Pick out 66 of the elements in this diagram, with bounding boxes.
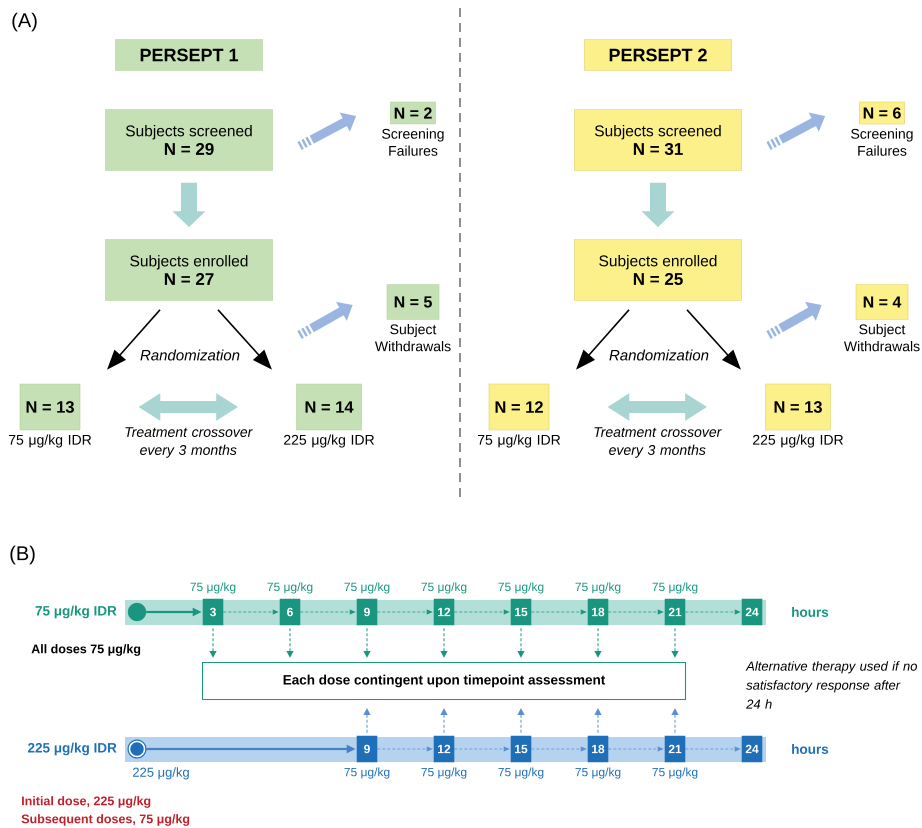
title-box: PERSEPT 1 — [115, 39, 263, 71]
timepoint-box: 21 — [664, 598, 686, 626]
timepoint-box: 3 — [202, 598, 224, 626]
row-label: 225 μg/kg IDR — [28, 742, 117, 756]
count-box: N = 5 — [386, 284, 440, 320]
assessment-box: Each dose contingent upon timepoint assessment — [202, 662, 686, 700]
box-caption: Subject Withdrawals — [844, 324, 920, 352]
timepoint-box: 9 — [356, 736, 378, 762]
timepoint-box: 15 — [510, 598, 532, 626]
process-box: Subjects screened N = 31 — [574, 109, 742, 171]
group-box: N = 14 — [296, 384, 362, 430]
note: Alternative therapy used if no satisfactory response after 24 h — [746, 661, 918, 709]
dose-label: 75 μg/kg — [190, 582, 236, 594]
group-box: N = 13 — [765, 384, 831, 430]
dose-label: 75 μg/kg — [652, 582, 698, 594]
unit-label: hours — [792, 607, 828, 617]
timepoint-box: 21 — [664, 736, 686, 762]
annotation: Randomization — [140, 350, 240, 361]
box-caption: Screening Failures — [382, 128, 444, 156]
panel-label: (B) — [10, 546, 35, 564]
edge-label: Treatment crossover every 3 months — [594, 427, 722, 458]
group-box: N = 13 — [20, 384, 80, 430]
timepoint-box: 18 — [588, 598, 608, 626]
start-dot — [128, 602, 146, 622]
edge-label: Treatment crossover every 3 months — [125, 427, 253, 458]
timepoint-box: 6 — [280, 598, 300, 626]
note: Initial dose, 225 μg/kg — [22, 796, 150, 808]
process-box: Subjects enrolled N = 25 — [574, 239, 742, 301]
box-caption: 225 μg/kg IDR — [753, 434, 843, 448]
timepoint-box: 9 — [356, 598, 378, 626]
timepoint-box: 12 — [434, 736, 454, 762]
count-box: N = 6 — [859, 102, 905, 124]
group-box: N = 12 — [488, 384, 550, 430]
dose-label: 75 μg/kg — [575, 768, 620, 779]
process-box: Subjects enrolled N = 27 — [105, 239, 273, 301]
title-box: PERSEPT 2 — [584, 39, 732, 71]
count-box: N = 4 — [856, 284, 908, 320]
dose-label: 75 μg/kg — [498, 582, 544, 594]
box-caption: Subject Withdrawals — [374, 324, 451, 352]
box-caption: 225 μg/kg IDR — [284, 434, 374, 448]
timepoint-box: 12 — [434, 598, 454, 626]
unit-label: hours — [792, 744, 828, 754]
process-box: Subjects screened N = 29 — [105, 109, 273, 171]
dose-label: 75 μg/kg — [267, 582, 312, 594]
note: All doses 75 μg/kg — [32, 644, 140, 656]
timepoint-box: 24 — [742, 736, 762, 762]
box-caption: Screening Failures — [851, 128, 913, 156]
timepoint-box: 18 — [588, 736, 608, 762]
dose-label: 225 μg/kg — [132, 767, 189, 780]
row-label: 75 μg/kg IDR — [36, 606, 117, 618]
dose-label: 75 μg/kg — [498, 768, 544, 779]
count-box: N = 2 — [390, 102, 436, 124]
dose-label: 75 μg/kg — [652, 768, 698, 779]
start-dot — [128, 740, 146, 758]
dose-label: 75 μg/kg — [344, 768, 390, 779]
box-caption: 75 μg/kg IDR — [478, 434, 560, 448]
panel-label: (A) — [12, 12, 37, 32]
dose-label: 75 μg/kg — [421, 768, 466, 779]
note: Subsequent doses, 75 μg/kg — [22, 814, 190, 826]
dose-label: 75 μg/kg — [575, 582, 620, 594]
box-caption: 75 μg/kg IDR — [8, 434, 92, 448]
timepoint-box: 15 — [510, 736, 532, 762]
dose-label: 75 μg/kg — [344, 582, 390, 594]
timepoint-box: 24 — [742, 598, 762, 626]
annotation: Randomization — [609, 350, 708, 361]
dose-label: 75 μg/kg — [421, 582, 466, 594]
